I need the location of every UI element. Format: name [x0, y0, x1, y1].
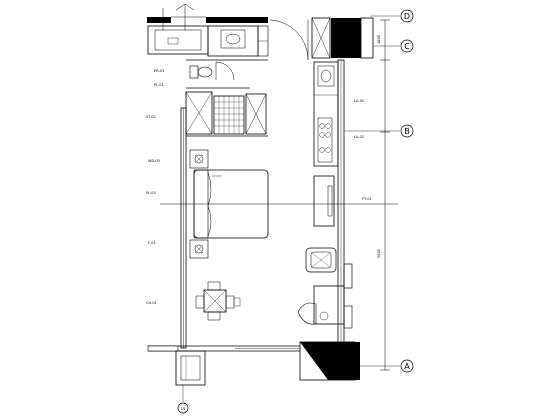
grid-lines [182, 15, 400, 402]
annotation-label: LA-01 [354, 99, 364, 103]
tv-console [313, 175, 335, 227]
annotation-label: F-01 [148, 241, 156, 245]
axis-bubble-A: A [400, 359, 414, 373]
entry-stair [147, 3, 209, 55]
armchair [305, 247, 353, 289]
annotation-label: PL-01 [154, 83, 164, 87]
annotation-label: ST-02 [146, 115, 156, 119]
axis-label-C: C [404, 42, 410, 51]
axis-label-D: D [404, 12, 410, 21]
dining-set [195, 281, 241, 321]
axis-bubble-D: D [400, 9, 414, 23]
axis-label-B: B [404, 127, 410, 136]
axis-bubble-B: B [400, 124, 414, 138]
exterior-walls [147, 16, 374, 386]
axis-bubble-15: 15 [177, 402, 189, 414]
main-door [269, 19, 309, 61]
dimension-label: 5630 [377, 249, 381, 258]
annotation-label: ER-01 [154, 69, 164, 73]
annotation-label: PL-03 [146, 191, 156, 195]
annotation-label: WD-03 [148, 159, 160, 163]
annotation-label: PT-01 [362, 197, 372, 201]
annotation-label: CH-01 [146, 301, 157, 305]
shower-block [185, 91, 268, 137]
bathroom [186, 25, 269, 89]
axis-label-15: 15 [181, 407, 185, 411]
kitchen-counter [311, 17, 339, 167]
axis-bubble-C: C [400, 39, 414, 53]
axis-label-A: A [404, 362, 410, 371]
dimension-label: 1800 [377, 35, 381, 44]
dimension-line [380, 19, 390, 371]
annotation-label: LA-02 [354, 135, 364, 139]
desk [297, 285, 353, 329]
annotation-texts: ER-01 PL-01 ST-02 WD-03 PL-03 F-01 LA-01… [146, 35, 381, 305]
